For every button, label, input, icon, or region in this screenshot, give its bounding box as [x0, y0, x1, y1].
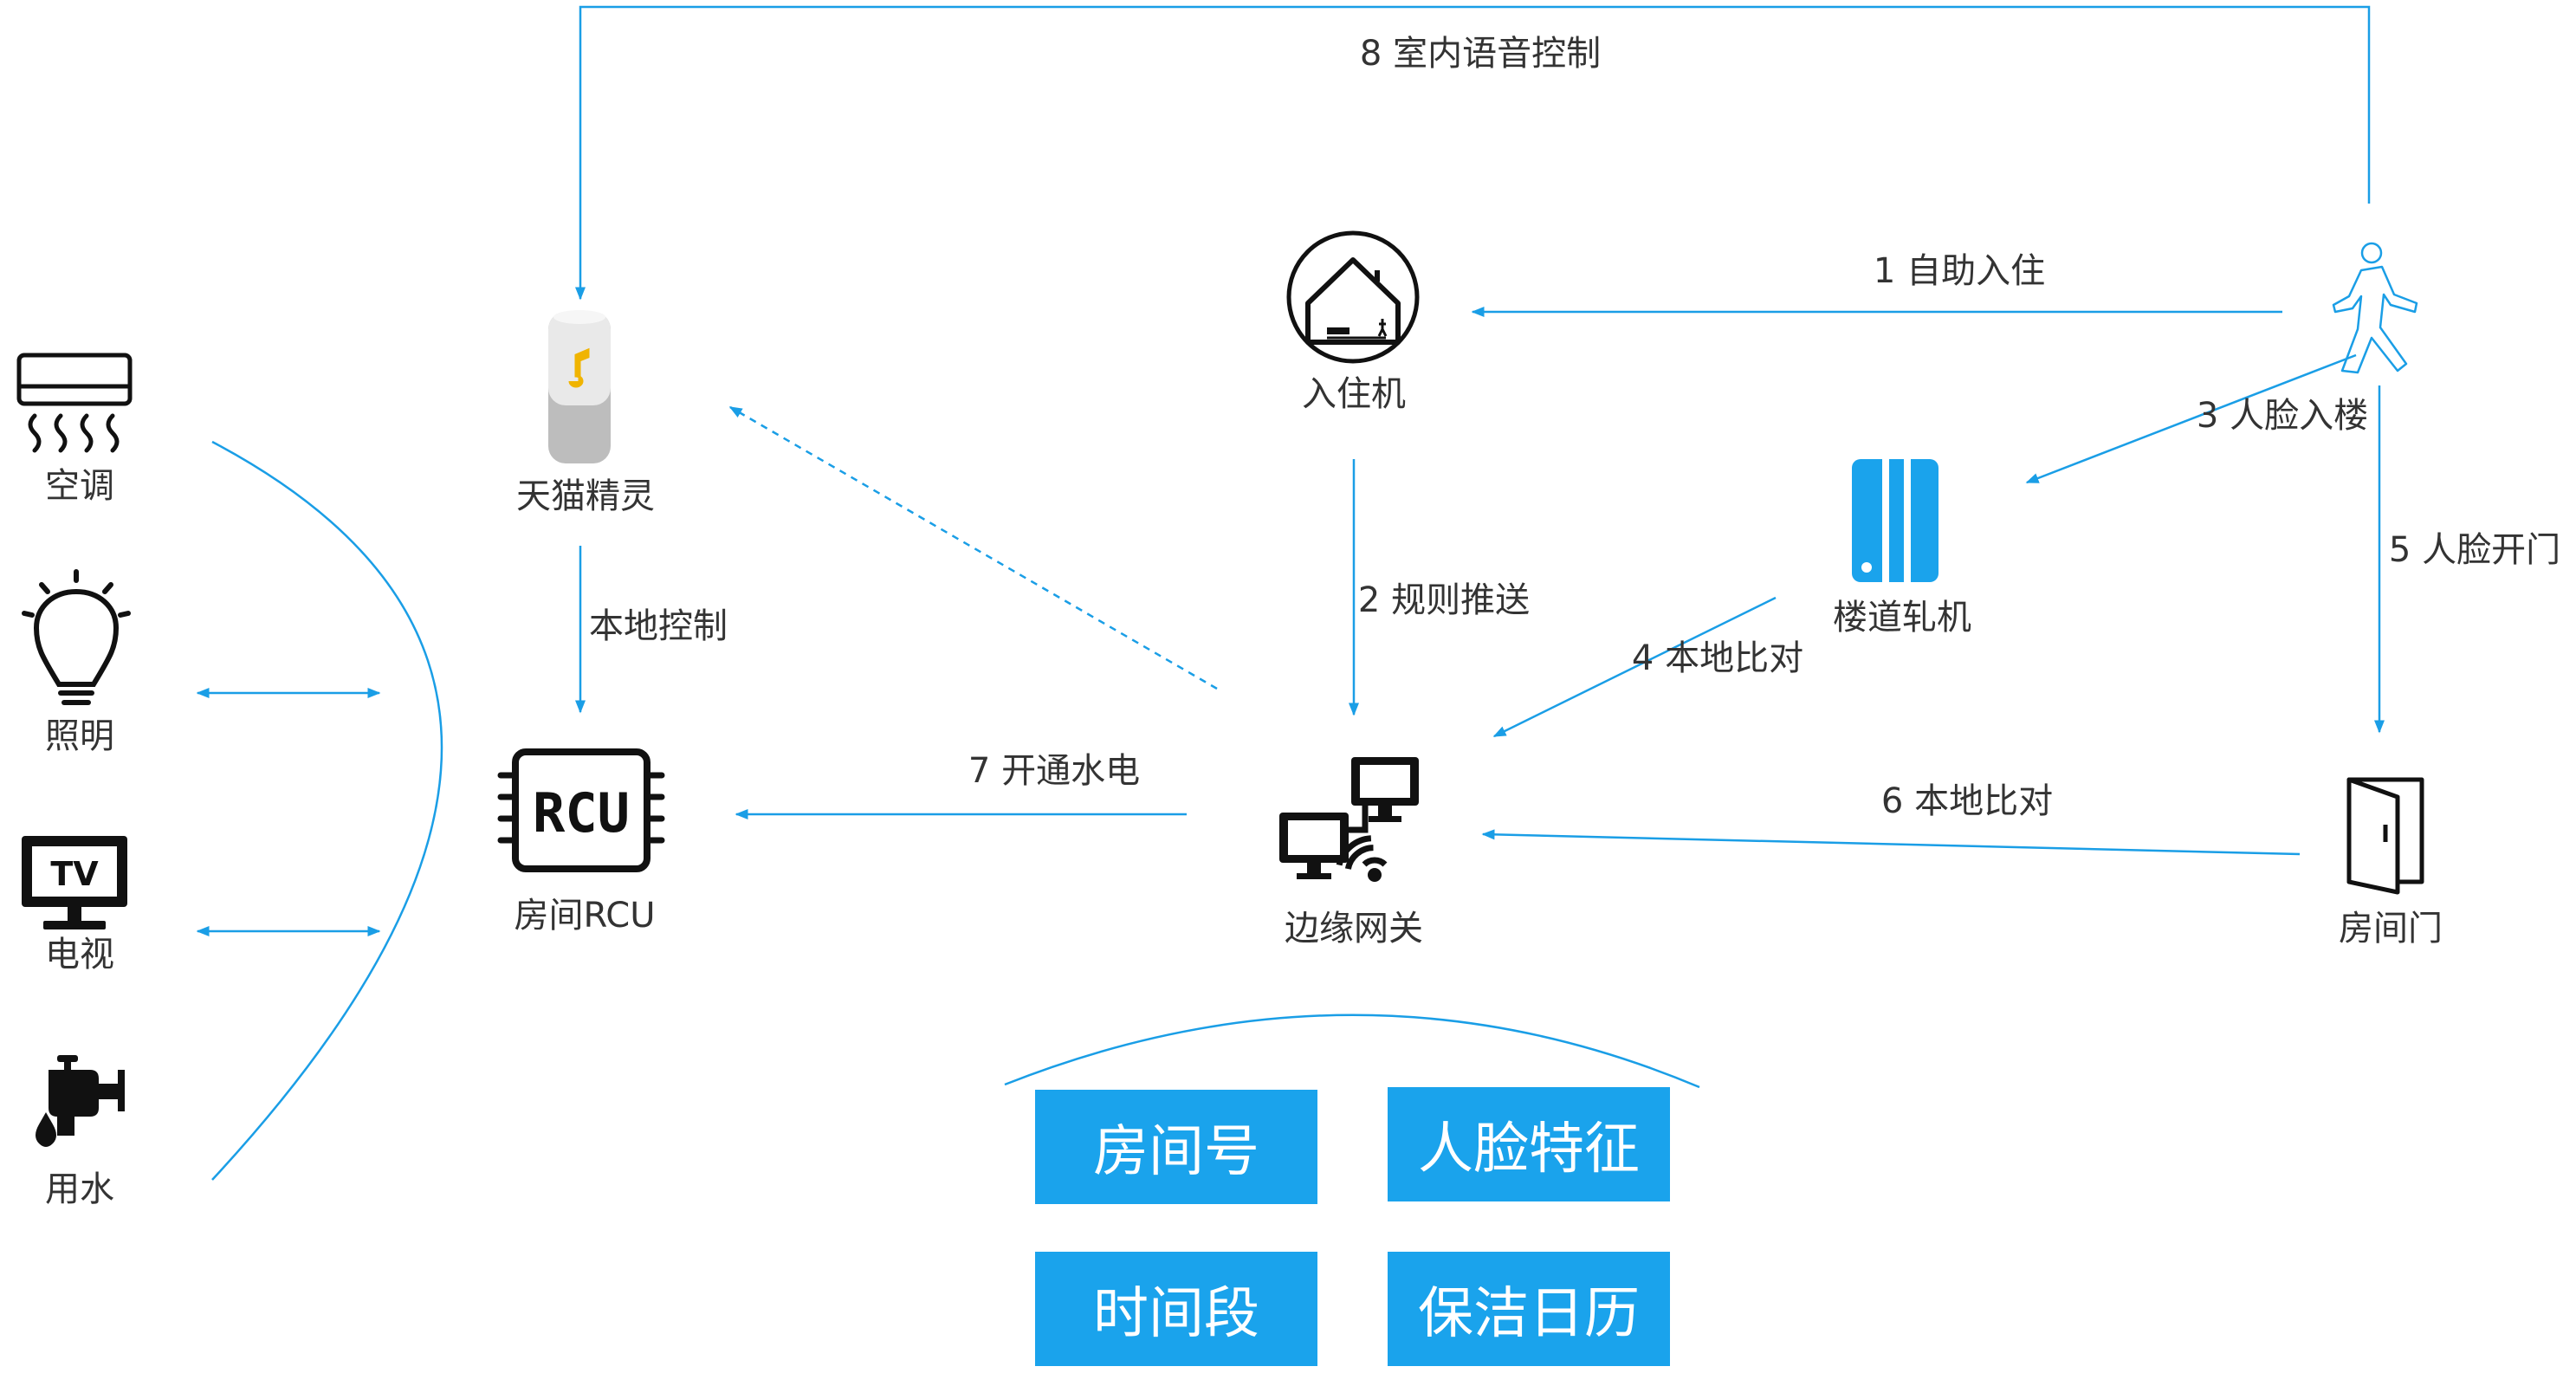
data-box-face-features: 人脸特征: [1388, 1087, 1670, 1201]
gate-label: 楼道轧机: [1833, 598, 1971, 638]
step-1-label: 1 自助入住: [1873, 251, 2046, 291]
arrow-8-voice-control: [575, 5, 2371, 301]
local-control-label: 本地控制: [589, 606, 728, 646]
air-conditioner-icon: [16, 353, 133, 453]
smart-speaker-icon: [548, 310, 611, 463]
water-tap-icon: [36, 1055, 125, 1147]
room-door-icon: [2346, 777, 2424, 895]
speaker-label: 天猫精灵: [516, 476, 655, 516]
arrow-6-local-compare: [1481, 829, 2301, 856]
data-box-room-number: 房间号: [1035, 1090, 1317, 1204]
rcu-chip-text: RCU: [533, 781, 630, 845]
data-boxes-arc: [1004, 1014, 1700, 1089]
step-4-label: 4 本地比对: [1631, 638, 1804, 678]
turnstile-gate-icon: [1852, 459, 1938, 582]
arrow-3-face-enter-building: [2025, 353, 2357, 484]
edge-gateway-icon: [1279, 757, 1419, 882]
arrow-4-local-compare: [1492, 596, 1777, 738]
water-label: 用水: [45, 1169, 114, 1209]
data-box-time-period: 时间段: [1035, 1252, 1317, 1366]
tv-screen-text: TV: [50, 855, 99, 893]
rcu-label: 房间RCU: [514, 896, 656, 936]
step-7-label: 7 开通水电: [968, 751, 1141, 791]
device-bracket-arc: [211, 440, 443, 1181]
check-in-kiosk-icon: [1286, 230, 1420, 364]
step-6-label: 6 本地比对: [1880, 781, 2054, 821]
ac-label: 空调: [45, 466, 114, 506]
tv-label: 电视: [45, 935, 114, 975]
arrow-gateway-to-speaker-dashed: [728, 405, 1218, 690]
tv-icon: TV: [22, 836, 127, 929]
step-2-label: 2 规则推送: [1357, 580, 1531, 620]
walking-person-icon: [2332, 242, 2418, 374]
data-box-cleaning-calendar: 保洁日历: [1388, 1252, 1670, 1366]
rcu-chip-icon: RCU: [497, 748, 665, 872]
step-3-label: 3 人脸入楼: [2196, 396, 2369, 436]
gateway-label: 边缘网关: [1285, 909, 1423, 949]
light-bulb-icon: [22, 569, 131, 705]
door-label: 房间门: [2339, 909, 2443, 949]
step-5-label: 5 人脸开门: [2388, 530, 2561, 570]
kiosk-label: 入住机: [1302, 374, 1406, 414]
step-8-label: 8 室内语音控制: [1359, 34, 1602, 74]
lighting-label: 照明: [45, 716, 114, 756]
